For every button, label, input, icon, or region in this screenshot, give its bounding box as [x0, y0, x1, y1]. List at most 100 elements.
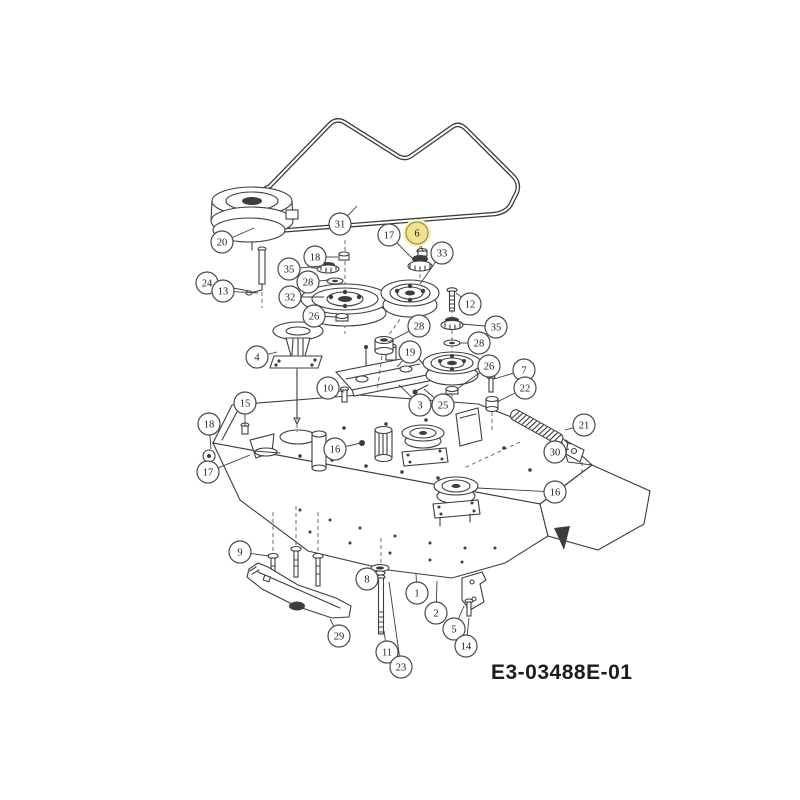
- callout-number: 17: [384, 231, 395, 242]
- callout-31[interactable]: 31: [328, 205, 358, 236]
- callout-number: 26: [309, 312, 320, 323]
- callout-3[interactable]: 3: [398, 384, 432, 417]
- callout-circle: [442, 617, 466, 641]
- callout-leader-line: [476, 487, 544, 492]
- callout-16[interactable]: 16: [476, 480, 567, 504]
- callout-circle: [572, 413, 596, 437]
- callout-leader-line: [564, 427, 574, 431]
- pin-24-rod-13: [245, 246, 267, 308]
- callout-14[interactable]: 14: [454, 617, 478, 658]
- callout-2[interactable]: 2: [424, 580, 448, 625]
- callout-26[interactable]: 26: [456, 354, 501, 390]
- callout-number: 4: [254, 353, 260, 364]
- callout-circle: [303, 245, 327, 269]
- callout-35[interactable]: 35: [461, 315, 508, 339]
- callout-number: 35: [284, 265, 295, 276]
- callout-1[interactable]: 1: [405, 573, 429, 605]
- callout-circle: [430, 241, 454, 265]
- v-idler-pulley-right: [422, 351, 482, 386]
- callout-17[interactable]: 17: [196, 454, 251, 484]
- callout-17[interactable]: 17: [377, 223, 413, 259]
- hatched-wedge: [554, 526, 570, 550]
- callout-20[interactable]: 20: [210, 227, 255, 254]
- callout-circle: [375, 640, 399, 664]
- callout-28[interactable]: 28: [459, 331, 491, 355]
- callout-circle: [302, 304, 326, 328]
- callout-circle: [278, 285, 302, 309]
- callout-number: 33: [437, 249, 448, 260]
- callout-29[interactable]: 29: [327, 618, 351, 648]
- callout-number: 25: [438, 401, 449, 412]
- callout-28[interactable]: 28: [296, 270, 330, 294]
- callout-number: 24: [202, 279, 213, 290]
- callout-leader-line: [375, 569, 378, 572]
- callout-22[interactable]: 22: [496, 376, 537, 403]
- callout-leader-line: [325, 316, 338, 318]
- callout-circle: [377, 223, 401, 247]
- callout-number: 26: [484, 362, 495, 373]
- callout-leader-line: [396, 360, 403, 368]
- callout-leader-line: [319, 279, 330, 282]
- callout-11[interactable]: 11: [375, 630, 399, 664]
- callout-number: 14: [461, 642, 472, 653]
- callout-number: 1: [414, 589, 419, 600]
- callout-number: 28: [414, 322, 425, 333]
- callout-9[interactable]: 9: [228, 540, 270, 564]
- callout-circle: [196, 460, 220, 484]
- callout-4[interactable]: 4: [245, 345, 278, 369]
- callout-circle: [323, 437, 347, 461]
- callout-number: 18: [310, 253, 321, 264]
- callout-16[interactable]: 16: [323, 437, 362, 461]
- flat-idler-pulley-33: [380, 279, 440, 318]
- callout-number: 30: [550, 448, 561, 459]
- callout-number: 28: [474, 339, 485, 350]
- callout-circle: [431, 393, 455, 417]
- callout-32[interactable]: 32: [278, 285, 324, 309]
- callout-circle: [484, 315, 508, 339]
- callout-circle: [458, 292, 482, 316]
- callout-circle: [513, 376, 537, 400]
- callout-13[interactable]: 13: [211, 279, 259, 303]
- callout-19[interactable]: 19: [396, 340, 422, 368]
- callout-18[interactable]: 18: [197, 412, 221, 450]
- sleeve-16-left: [311, 425, 393, 472]
- callout-leader-line: [347, 205, 358, 216]
- callout-leader-line: [232, 227, 255, 238]
- callout-number: 3: [417, 401, 422, 412]
- callout-leader-line: [435, 580, 438, 602]
- callout-circle: [454, 634, 478, 658]
- callout-15[interactable]: 15: [233, 391, 257, 426]
- callout-number: 23: [396, 663, 407, 674]
- callout-circle: [355, 567, 379, 591]
- callout-leader-line: [346, 442, 362, 447]
- callout-circle: [245, 345, 269, 369]
- callout-number: 10: [323, 384, 334, 395]
- callout-26[interactable]: 26: [302, 304, 338, 328]
- callout-25[interactable]: 25: [423, 388, 455, 417]
- callout-circle: [197, 412, 221, 436]
- callout-18[interactable]: 18: [303, 245, 338, 269]
- callout-leader-line: [456, 372, 480, 390]
- hardware-stack-right: [422, 287, 482, 412]
- callout-12[interactable]: 12: [455, 292, 482, 316]
- callout-leader-line: [209, 435, 212, 450]
- spindle-center: [401, 424, 449, 467]
- callout-21[interactable]: 21: [564, 413, 596, 437]
- callout-10[interactable]: 10: [316, 376, 345, 400]
- callout-30[interactable]: 30: [543, 440, 570, 464]
- callout-28[interactable]: 28: [387, 314, 431, 343]
- callout-number: 7: [521, 366, 526, 377]
- callout-5[interactable]: 5: [442, 605, 466, 641]
- callout-circle: [477, 354, 501, 378]
- callout-number: 35: [491, 323, 502, 334]
- callout-8[interactable]: 8: [355, 567, 379, 591]
- callout-33[interactable]: 33: [419, 241, 454, 285]
- hex-nut-18: [338, 251, 350, 261]
- callout-6[interactable]: 6: [403, 219, 431, 253]
- callout-leader-line: [419, 262, 436, 285]
- callout-leader-line: [566, 448, 570, 451]
- callout-23[interactable]: 23: [388, 581, 413, 679]
- callout-leader-line: [398, 384, 413, 398]
- callout-35[interactable]: 35: [277, 257, 322, 281]
- callout-number: 8: [364, 575, 369, 586]
